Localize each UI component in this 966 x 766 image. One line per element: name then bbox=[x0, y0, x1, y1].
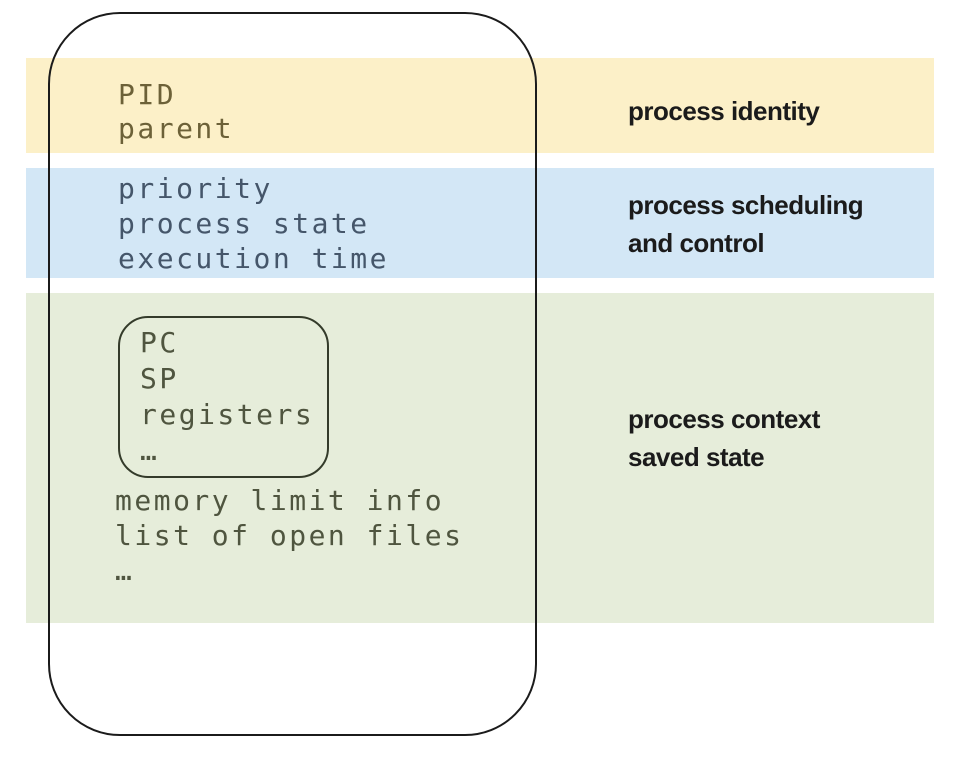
register-fields: PC SP registers … bbox=[140, 325, 314, 469]
field-context-ellipsis: … bbox=[115, 554, 135, 587]
pcb-outline bbox=[48, 12, 537, 736]
field-parent: parent bbox=[118, 112, 235, 145]
identity-fields: PID parent bbox=[118, 78, 234, 146]
context-label-line2: saved state bbox=[628, 442, 765, 472]
field-memory-limit-info: memory limit info bbox=[115, 484, 445, 517]
field-sp: SP bbox=[140, 362, 179, 395]
field-registers: registers bbox=[140, 398, 315, 431]
field-pc: PC bbox=[140, 326, 179, 359]
scheduling-label-line2: and control bbox=[628, 228, 765, 258]
field-list-of-open-files: list of open files bbox=[115, 519, 464, 552]
field-pid: PID bbox=[118, 78, 177, 111]
identity-label: process identity bbox=[628, 96, 820, 126]
field-priority: priority bbox=[118, 172, 273, 205]
context-fields: memory limit info list of open files … bbox=[115, 483, 463, 588]
field-process-state: process state bbox=[118, 207, 370, 240]
field-registers-ellipsis: … bbox=[140, 434, 160, 467]
scheduling-fields: priority process state execution time bbox=[118, 171, 389, 276]
context-label-line1: process context bbox=[628, 404, 820, 434]
registers-box bbox=[118, 316, 329, 478]
context-label: process context saved state bbox=[628, 400, 820, 476]
scheduling-label: process scheduling and control bbox=[628, 186, 864, 262]
scheduling-band bbox=[26, 168, 934, 278]
field-execution-time: execution time bbox=[118, 242, 390, 275]
scheduling-label-line1: process scheduling bbox=[628, 190, 864, 220]
context-band bbox=[26, 293, 934, 623]
